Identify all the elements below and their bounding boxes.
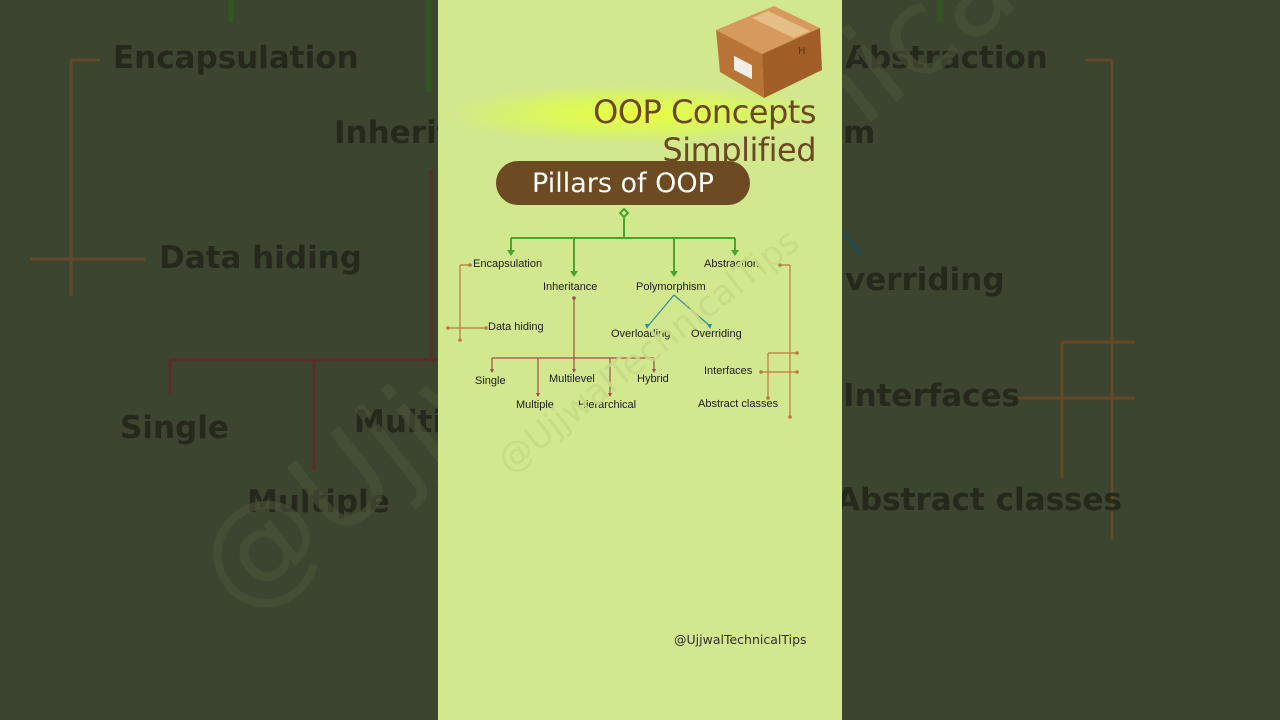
node-multiple: Multiple <box>516 399 554 411</box>
node-interfaces: Interfaces <box>704 365 753 377</box>
bg-abstraction: Abstraction <box>845 40 1048 76</box>
pillar-abstraction: Abstraction <box>704 258 760 270</box>
title-glow <box>458 86 818 142</box>
content-panel: OOP Concepts Simplified H Pillars of OOP <box>438 0 842 720</box>
author-handle: @UjjwalTechnicalTips <box>674 632 807 647</box>
node-overriding: Overriding <box>691 328 742 340</box>
bg-data-hiding: Data hiding <box>159 240 362 276</box>
bg-encapsulation: Encapsulation <box>113 40 359 76</box>
node-hierarchical: Hierarchical <box>578 399 637 411</box>
svg-text:H: H <box>798 46 806 57</box>
bg-abstract-classes: Abstract classes <box>836 482 1122 518</box>
bg-overriding: verriding <box>845 262 1005 298</box>
cardboard-box-icon: H <box>716 6 822 98</box>
node-overloading: Overloading <box>611 328 671 340</box>
pillar-inheritance: Inheritance <box>543 281 598 293</box>
node-abstract-classes: Abstract classes <box>698 398 779 410</box>
page-title: OOP Concepts Simplified <box>593 93 816 169</box>
node-hybrid: Hybrid <box>637 373 669 385</box>
bg-single: Single <box>120 410 229 446</box>
bg-inheritance: Inherit <box>334 115 452 151</box>
node-multilevel: Multilevel <box>549 373 595 385</box>
green-connectors <box>510 207 736 273</box>
bg-polymorphism: m <box>843 115 876 151</box>
pillars-heading: Pillars of OOP <box>496 161 750 205</box>
pillar-polymorphism: Polymorphism <box>636 281 706 293</box>
pillar-encapsulation: Encapsulation <box>473 258 543 270</box>
oop-tree-connectors <box>446 207 799 419</box>
bg-multiple: Multiple <box>247 484 390 520</box>
node-data-hiding: Data hiding <box>488 321 544 333</box>
bg-interfaces: Interfaces <box>843 378 1020 414</box>
node-single: Single <box>475 375 506 387</box>
